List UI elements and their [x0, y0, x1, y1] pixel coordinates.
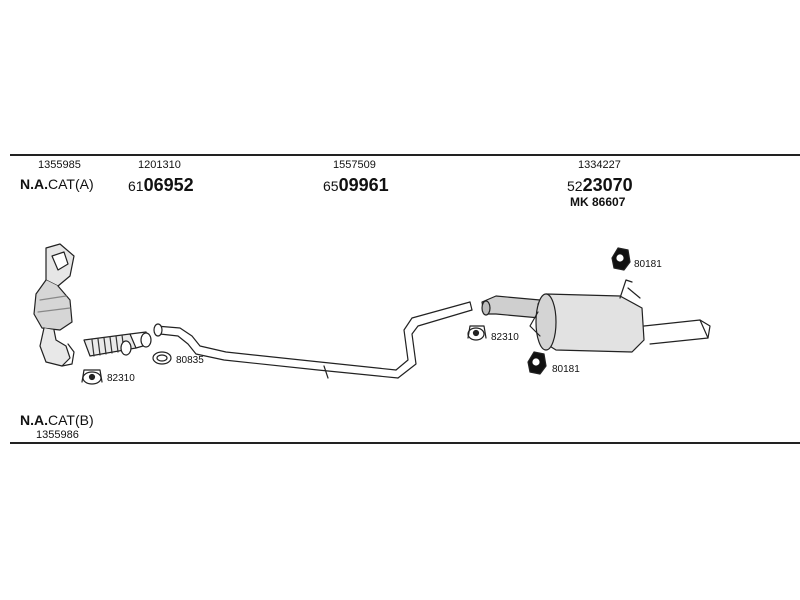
middle-pipe-ref: 1557509	[333, 159, 376, 171]
gasket-label: 80835	[176, 355, 204, 366]
clamp-front-label: 82310	[107, 373, 135, 384]
rear-silencer-code: 5223070	[567, 176, 633, 194]
rear-silencer-ref: 1334227	[578, 159, 621, 171]
middle-pipe-code-prefix: 65	[323, 178, 339, 194]
catalyst-a-ref: 1355985	[38, 159, 81, 171]
catalyst-b-label-rest: CAT(B)	[48, 412, 94, 428]
top-divider	[10, 154, 800, 156]
front-pipe-code-main: 06952	[143, 175, 194, 195]
rear-silencer-code-main: 23070	[582, 175, 633, 195]
catalyst-a-label-bold: N.A.	[20, 176, 48, 192]
catalyst-a-label: N.A.CAT(A)	[20, 177, 94, 191]
middle-pipe-code: 6509961	[323, 176, 389, 194]
rear-silencer-code-prefix: 52	[567, 178, 583, 194]
middle-pipe-drawing	[395, 301, 473, 379]
hanger-bottom-drawing	[527, 351, 547, 375]
bottom-divider	[10, 442, 800, 444]
catalyst-a-label-rest: CAT(A)	[48, 176, 94, 192]
hanger-bottom-label: 80181	[552, 364, 580, 375]
clamp-rear-label: 82310	[491, 332, 519, 343]
front-pipe-code-prefix: 61	[128, 178, 144, 194]
clamp-rear-drawing	[467, 325, 487, 341]
middle-pipe-code-main: 09961	[338, 175, 389, 195]
rear-silencer-drawing	[481, 279, 711, 353]
flex-pipe-drawing	[83, 331, 152, 357]
catalyst-b-label-bold: N.A.	[20, 412, 48, 428]
mounting-kit-label: MK 86607	[570, 195, 626, 209]
catalyst-b-label: N.A.CAT(B)	[20, 413, 94, 427]
gasket-drawing	[152, 351, 172, 365]
front-pipe-drawing	[153, 323, 399, 379]
hanger-top-label: 80181	[634, 259, 662, 270]
catalytic-converter-drawing	[33, 243, 75, 367]
catalyst-b-ref: 1355986	[36, 429, 79, 441]
hanger-top-drawing	[611, 247, 631, 271]
clamp-front-drawing	[81, 369, 103, 385]
front-pipe-ref: 1201310	[138, 159, 181, 171]
front-pipe-code: 6106952	[128, 176, 194, 194]
